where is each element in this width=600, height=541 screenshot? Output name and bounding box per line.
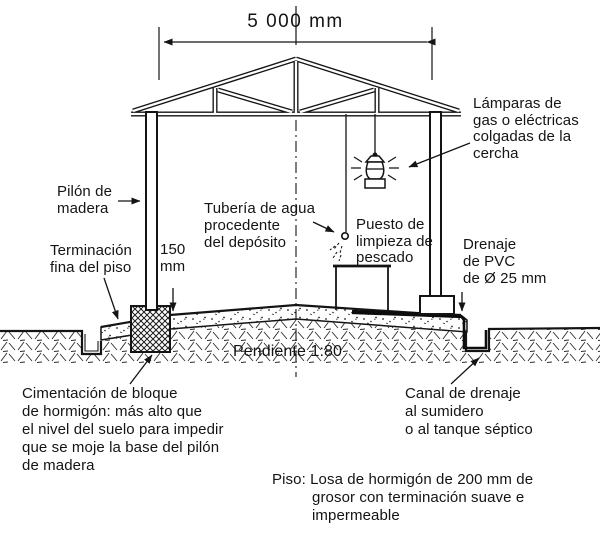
drain-channel-note: Canal de drenaje al sumidero o al tanque… — [405, 385, 533, 438]
post-label: Pilón de madera — [57, 183, 113, 217]
annotation-arrows — [103, 142, 480, 385]
right-post — [429, 111, 442, 297]
arrow-floor-finish — [103, 277, 119, 320]
left-drain-channel — [84, 334, 99, 352]
foundation-note: Cimentación de bloque de hormigón: más a… — [22, 385, 224, 474]
roof-truss — [131, 56, 461, 117]
faucet-icon — [340, 232, 349, 241]
slope-label: Pendiente 1:80 — [233, 343, 343, 360]
foundation-block — [130, 305, 171, 353]
leader-drain-channel — [450, 357, 480, 385]
lamps-label: Lámparas de gas o eléctricas colgadas de… — [473, 95, 579, 162]
span-dimension — [158, 6, 436, 80]
cleaning-station-label: Puesto de limpieza de pescado — [356, 216, 433, 266]
arrow-water-pipe — [312, 221, 335, 233]
leader-foundation — [129, 354, 153, 385]
cleaning-table — [333, 264, 391, 310]
pvc-drain-pipe — [351, 309, 488, 350]
span-dimension-label: 5 000 mm — [247, 11, 344, 32]
lamp-icon — [351, 114, 399, 189]
footing-block — [419, 295, 455, 315]
pvc-drain-label: Drenaje de PVC de Ø 25 mm — [463, 236, 547, 287]
arrow-lamps — [408, 142, 471, 168]
water-pipe-label: Tubería de agua procedente del depósito — [204, 200, 316, 251]
floor-note: Piso: Losa de hormigón de 200 mm de gros… — [272, 471, 534, 524]
light-rays — [351, 156, 399, 181]
ground-line — [0, 321, 600, 356]
left-post — [145, 111, 158, 311]
height-150-label: 150 mm — [160, 241, 186, 275]
water-spray — [329, 242, 343, 262]
floor-finish-label: Terminación fina del piso — [50, 242, 132, 276]
right-drain-channel — [464, 321, 600, 353]
